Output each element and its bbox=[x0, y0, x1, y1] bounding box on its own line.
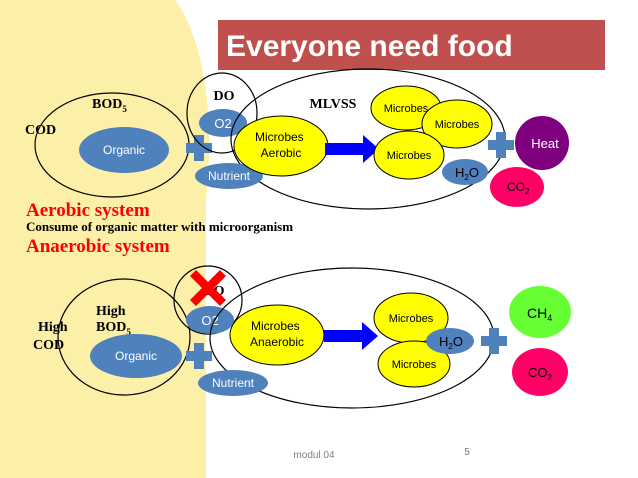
microbes-label-a: Microbes bbox=[384, 103, 429, 115]
h2o-node-2 bbox=[426, 328, 474, 354]
organic-label: Organic bbox=[103, 143, 145, 157]
organic-node bbox=[79, 127, 169, 173]
cross-icon bbox=[190, 270, 226, 306]
microbes-label-b: Microbes bbox=[435, 119, 480, 131]
aerobic-heading: Aerobic system bbox=[26, 200, 150, 221]
nutrient-label-2: Nutrient bbox=[212, 376, 255, 390]
co2-label-2: CO2 bbox=[528, 365, 553, 382]
page-number: 5 bbox=[464, 447, 470, 458]
microbes-node-b bbox=[421, 99, 493, 149]
mlvss-label: MLVSS bbox=[310, 97, 357, 112]
co2-node-2 bbox=[512, 348, 568, 396]
plus-icon-2 bbox=[488, 132, 514, 158]
heat-node bbox=[515, 116, 569, 170]
microbes-label-c: Microbes bbox=[387, 150, 432, 162]
nutrient-label: Nutrient bbox=[208, 169, 251, 183]
o2-label-2: O2 bbox=[201, 313, 218, 328]
plus-icon-3 bbox=[186, 343, 212, 369]
microbes-node-c bbox=[373, 130, 445, 180]
slide-title: Everyone need food bbox=[226, 30, 513, 63]
high-cod-label: High COD bbox=[33, 320, 71, 353]
anaerobic-heading: Anaerobic system bbox=[26, 236, 170, 257]
h2o-node bbox=[442, 159, 488, 185]
microbes-label-d: Microbes bbox=[389, 313, 434, 325]
high-bod-circle bbox=[57, 278, 191, 396]
plus-icon bbox=[186, 135, 212, 161]
microbes-node-e bbox=[377, 340, 451, 388]
bod-label: BOD5 bbox=[92, 97, 127, 114]
arrow-icon-2 bbox=[324, 322, 378, 350]
co2-label: CO2 bbox=[507, 180, 530, 196]
heat-label: Heat bbox=[531, 136, 559, 151]
o2-label: O2 bbox=[214, 116, 231, 131]
microbes-label-e: Microbes bbox=[392, 359, 437, 371]
do-label: DO bbox=[214, 89, 235, 104]
organic-label-2: Organic bbox=[115, 349, 157, 363]
arrow-icon bbox=[325, 135, 379, 163]
o2-node-2 bbox=[186, 306, 234, 334]
plus-icon-4 bbox=[481, 328, 507, 354]
microbes-anaerobic-label: Microbes Anaerobic bbox=[250, 319, 304, 349]
h2o-label-2: H2O bbox=[439, 334, 463, 351]
o2-node bbox=[199, 109, 247, 137]
ch4-label: CH4 bbox=[527, 305, 552, 323]
do-circle bbox=[186, 72, 258, 154]
do-circle-2 bbox=[173, 265, 243, 335]
cod-label: COD bbox=[25, 123, 56, 138]
aerobic-description: Consume of organic matter with microorga… bbox=[26, 219, 293, 234]
ch4-node bbox=[509, 286, 571, 338]
organic-node-2 bbox=[90, 334, 182, 378]
co2-node bbox=[490, 167, 544, 207]
nutrient-node-2 bbox=[198, 370, 268, 396]
title-bar bbox=[218, 20, 605, 70]
h2o-label: H2O bbox=[455, 165, 479, 182]
footer-label: modul 04 bbox=[293, 450, 335, 461]
high-bod-label: High BOD5 bbox=[96, 304, 131, 337]
nutrient-node bbox=[195, 163, 263, 189]
microbes-aerobic-label: Microbes Aerobic bbox=[255, 130, 307, 160]
